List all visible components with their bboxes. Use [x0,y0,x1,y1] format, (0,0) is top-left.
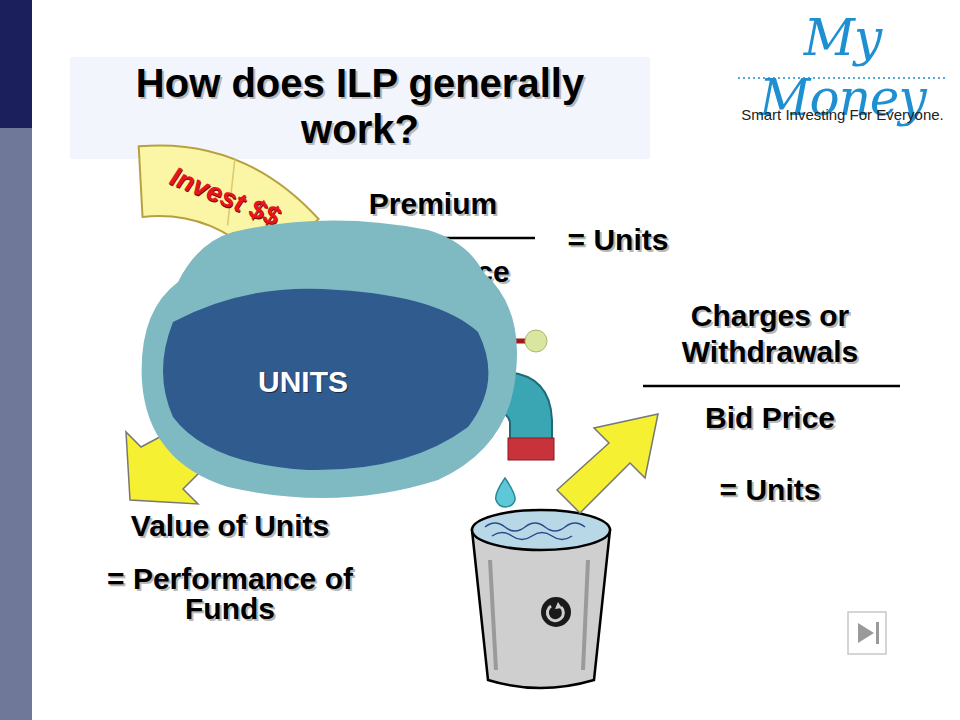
nav-icon [848,612,886,654]
fraction-line [643,385,900,388]
result-label: Value of Units [80,508,380,544]
units-pot-text: UNITS [218,364,388,400]
side-bar [0,0,32,720]
fraction-denominator: Bid Price [650,400,890,436]
yellow-arrow [557,414,658,513]
equals-units: = Units [700,472,840,508]
fraction-numerator: Premium [323,186,543,222]
result-label: = Performance of Funds [70,564,390,624]
logo-tagline: Smart Investing For Everyone. [730,106,955,124]
side-bar-top [0,0,32,128]
units-pot-shape [138,212,520,502]
slide-title: How does ILP generally work? [90,60,630,152]
equals-units: = Units [548,222,688,258]
units-pot: UNITS [138,212,520,502]
bucket [472,510,610,688]
title-band [70,57,650,159]
fraction-numerator: Charges or Withdrawals [650,298,890,370]
